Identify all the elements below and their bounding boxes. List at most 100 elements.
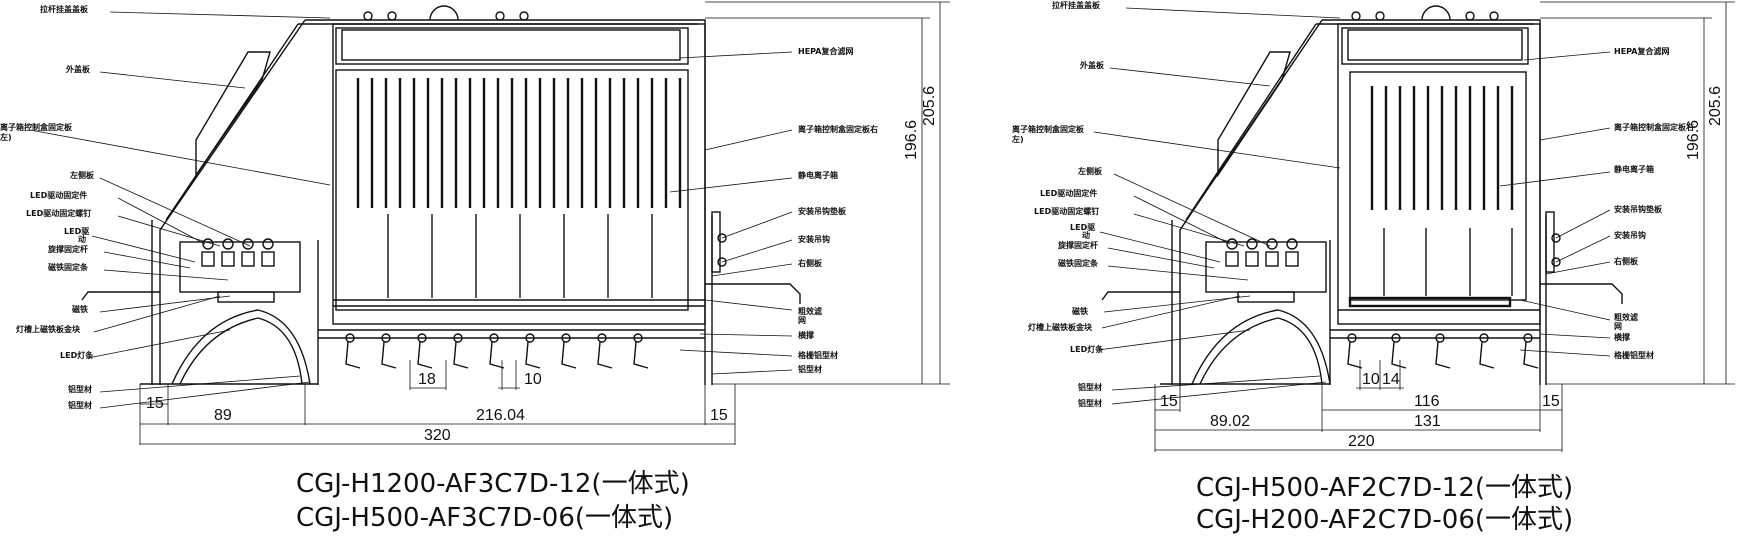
label-ion-box: 静电离子箱 [798, 170, 838, 180]
right-leaders [1093, 7, 1611, 405]
grille-blade [345, 341, 361, 369]
label-profile-2: 铝型材 [68, 400, 92, 410]
grille-hole [525, 333, 535, 343]
r-label-magnet: 磁铁 [1072, 306, 1088, 316]
r-label-hepa: HEPA复合滤网 [1614, 46, 1669, 56]
label-left-plate: 左侧板 [69, 170, 95, 180]
grille-hole [453, 333, 463, 343]
driver-screw [1286, 238, 1298, 250]
right-labels: 拉杆挂盖盖板 外盖板 离子箱控制盒固定板 左) 左侧板 LED驱动固定件 LED… [1011, 0, 1694, 408]
right-louvers [1383, 228, 1513, 296]
grille-hole [417, 333, 427, 343]
label-profile-1: 铝型材 [68, 384, 92, 394]
r-label-left-plate: 左侧板 [1077, 166, 1103, 176]
label-ion-box-fix: 离子箱控制盒固定板 [0, 122, 73, 132]
dim-89: 89 [214, 407, 232, 424]
grille-hole [381, 333, 391, 343]
right-vertical-dims: 196.6 205.6 [1540, 1, 1735, 385]
dim-height-outer: 205.6 [921, 86, 938, 126]
dim-216: 216.04 [476, 407, 525, 424]
label-lamp-slot: 灯槽上磁铁板金块 [16, 324, 81, 334]
label-led-driver-2: 动 [78, 234, 86, 244]
driver-block [261, 251, 275, 267]
grille-hole [1523, 333, 1533, 343]
grille-blade [633, 341, 649, 369]
grille-blade [453, 341, 469, 369]
r-label-brace: 横撑 [1614, 332, 1630, 342]
r-label-knob-fix: 旋撑固定杆 [1057, 240, 1098, 250]
r-label-led-driver-fix: LED驱动固定件 [1040, 188, 1097, 198]
r-label-ion-box-fix-right: 离子箱控制盒固定板右 [1614, 122, 1694, 132]
driver-block [221, 251, 235, 267]
label-hanger-plate: 安装吊钩垫板 [798, 206, 847, 216]
grille-blade [525, 341, 541, 369]
driver-screw [242, 238, 254, 250]
left-leaders [29, 11, 793, 409]
grille-hole [597, 333, 607, 343]
label-hanger: 安装吊钩 [798, 234, 830, 244]
label-grille: 格栅铝型材 [798, 350, 838, 360]
r-label-magnet-strip: 磁铁固定条 [1058, 258, 1099, 268]
label-top-cover: 拉杆挂盖盖板 [40, 4, 89, 14]
driver-screw [1226, 238, 1238, 250]
left-labels: 拉杆挂盖盖板 外盖板 离子箱控制盒固定板 左) 左侧板 LED驱动固定件 LED… [0, 4, 878, 410]
grille-blade [489, 341, 505, 369]
dim-10: 10 [524, 371, 542, 388]
driver-block [1245, 251, 1259, 267]
r-label-led-driver: LED驱 [1070, 223, 1095, 232]
r-label-ion-box: 静电离子箱 [1614, 164, 1654, 174]
r-label-right-plate: 右侧板 [1613, 256, 1639, 266]
right-housing [1101, 5, 1623, 385]
right-horizontal-dims: 15 89.02 116 131 15 220 10 14 [1154, 360, 1563, 452]
r-dim-height-inner: 196.6 [1685, 120, 1702, 160]
label-right-plate: 右侧板 [797, 258, 823, 268]
grille-blade [1391, 341, 1407, 369]
grille-blade [381, 341, 397, 369]
dim-15a: 15 [146, 395, 164, 412]
grille-blade [561, 341, 577, 369]
r-dim-116: 116 [1414, 393, 1440, 410]
r-dim-15b: 15 [1542, 393, 1560, 410]
label-magnet-strip: 磁铁固定条 [48, 262, 89, 272]
label-ion-box-fix-2: 左) [0, 132, 12, 142]
grille-hole [345, 333, 355, 343]
grille-hole [561, 333, 571, 343]
grille-blade [1523, 341, 1539, 369]
driver-block [1285, 251, 1299, 267]
r-label-ion-box-fix: 离子箱控制盒固定板 [1012, 124, 1085, 134]
right-drawing: 拉杆挂盖盖板 外盖板 离子箱控制盒固定板 左) 左侧板 LED驱动固定件 LED… [1011, 0, 1735, 535]
driver-screw [262, 238, 274, 250]
left-horizontal-dims: 15 89 216.04 15 320 18 10 [139, 360, 736, 445]
r-label-hanger-plate: 安装吊钩垫板 [1614, 204, 1663, 214]
r-label-hanger: 安装吊钩 [1614, 230, 1646, 240]
left-housing [81, 5, 801, 385]
r-label-ion-box-fix-2: 左) [1011, 134, 1024, 144]
left-grille-holes [345, 333, 649, 369]
label-coarse-filter-2: 网 [798, 316, 806, 325]
dim-320: 320 [424, 427, 451, 444]
r-dim-220: 220 [1348, 433, 1375, 450]
r-label-led-driver-2: 动 [1082, 230, 1090, 240]
driver-screw [222, 238, 234, 250]
r-label-led-driver-screw: LED驱动固定螺钉 [1034, 206, 1099, 216]
r-dim-10: 10 [1362, 371, 1380, 388]
r-label-coarse-filter-2: 网 [1614, 322, 1622, 331]
r-dim-14: 14 [1382, 371, 1400, 388]
left-hepa-pleats [356, 78, 682, 208]
right-led-drivers [1225, 238, 1299, 267]
r-label-profile-2: 铝型材 [1078, 398, 1102, 408]
r-label-outer-cover: 外盖板 [1080, 60, 1105, 70]
driver-block [1225, 251, 1239, 267]
dim-15b: 15 [710, 407, 728, 424]
r-label-coarse-filter: 粗效滤 [1614, 312, 1638, 322]
grille-hole [1347, 333, 1357, 343]
right-hepa-pleats [1370, 86, 1514, 210]
right-model-2: CGJ-H200-AF2C7D-06(一体式) [1196, 505, 1573, 535]
label-knob-fix: 旋撑固定杆 [47, 244, 88, 254]
r-dim-15a: 15 [1160, 393, 1178, 410]
r-label-led-strip: LED灯条 [1070, 344, 1104, 354]
left-drawing: 拉杆挂盖盖板 外盖板 离子箱控制盒固定板 左) 左侧板 LED驱动固定件 LED… [0, 1, 950, 533]
grille-hole [489, 333, 499, 343]
left-led-drivers [201, 238, 275, 267]
